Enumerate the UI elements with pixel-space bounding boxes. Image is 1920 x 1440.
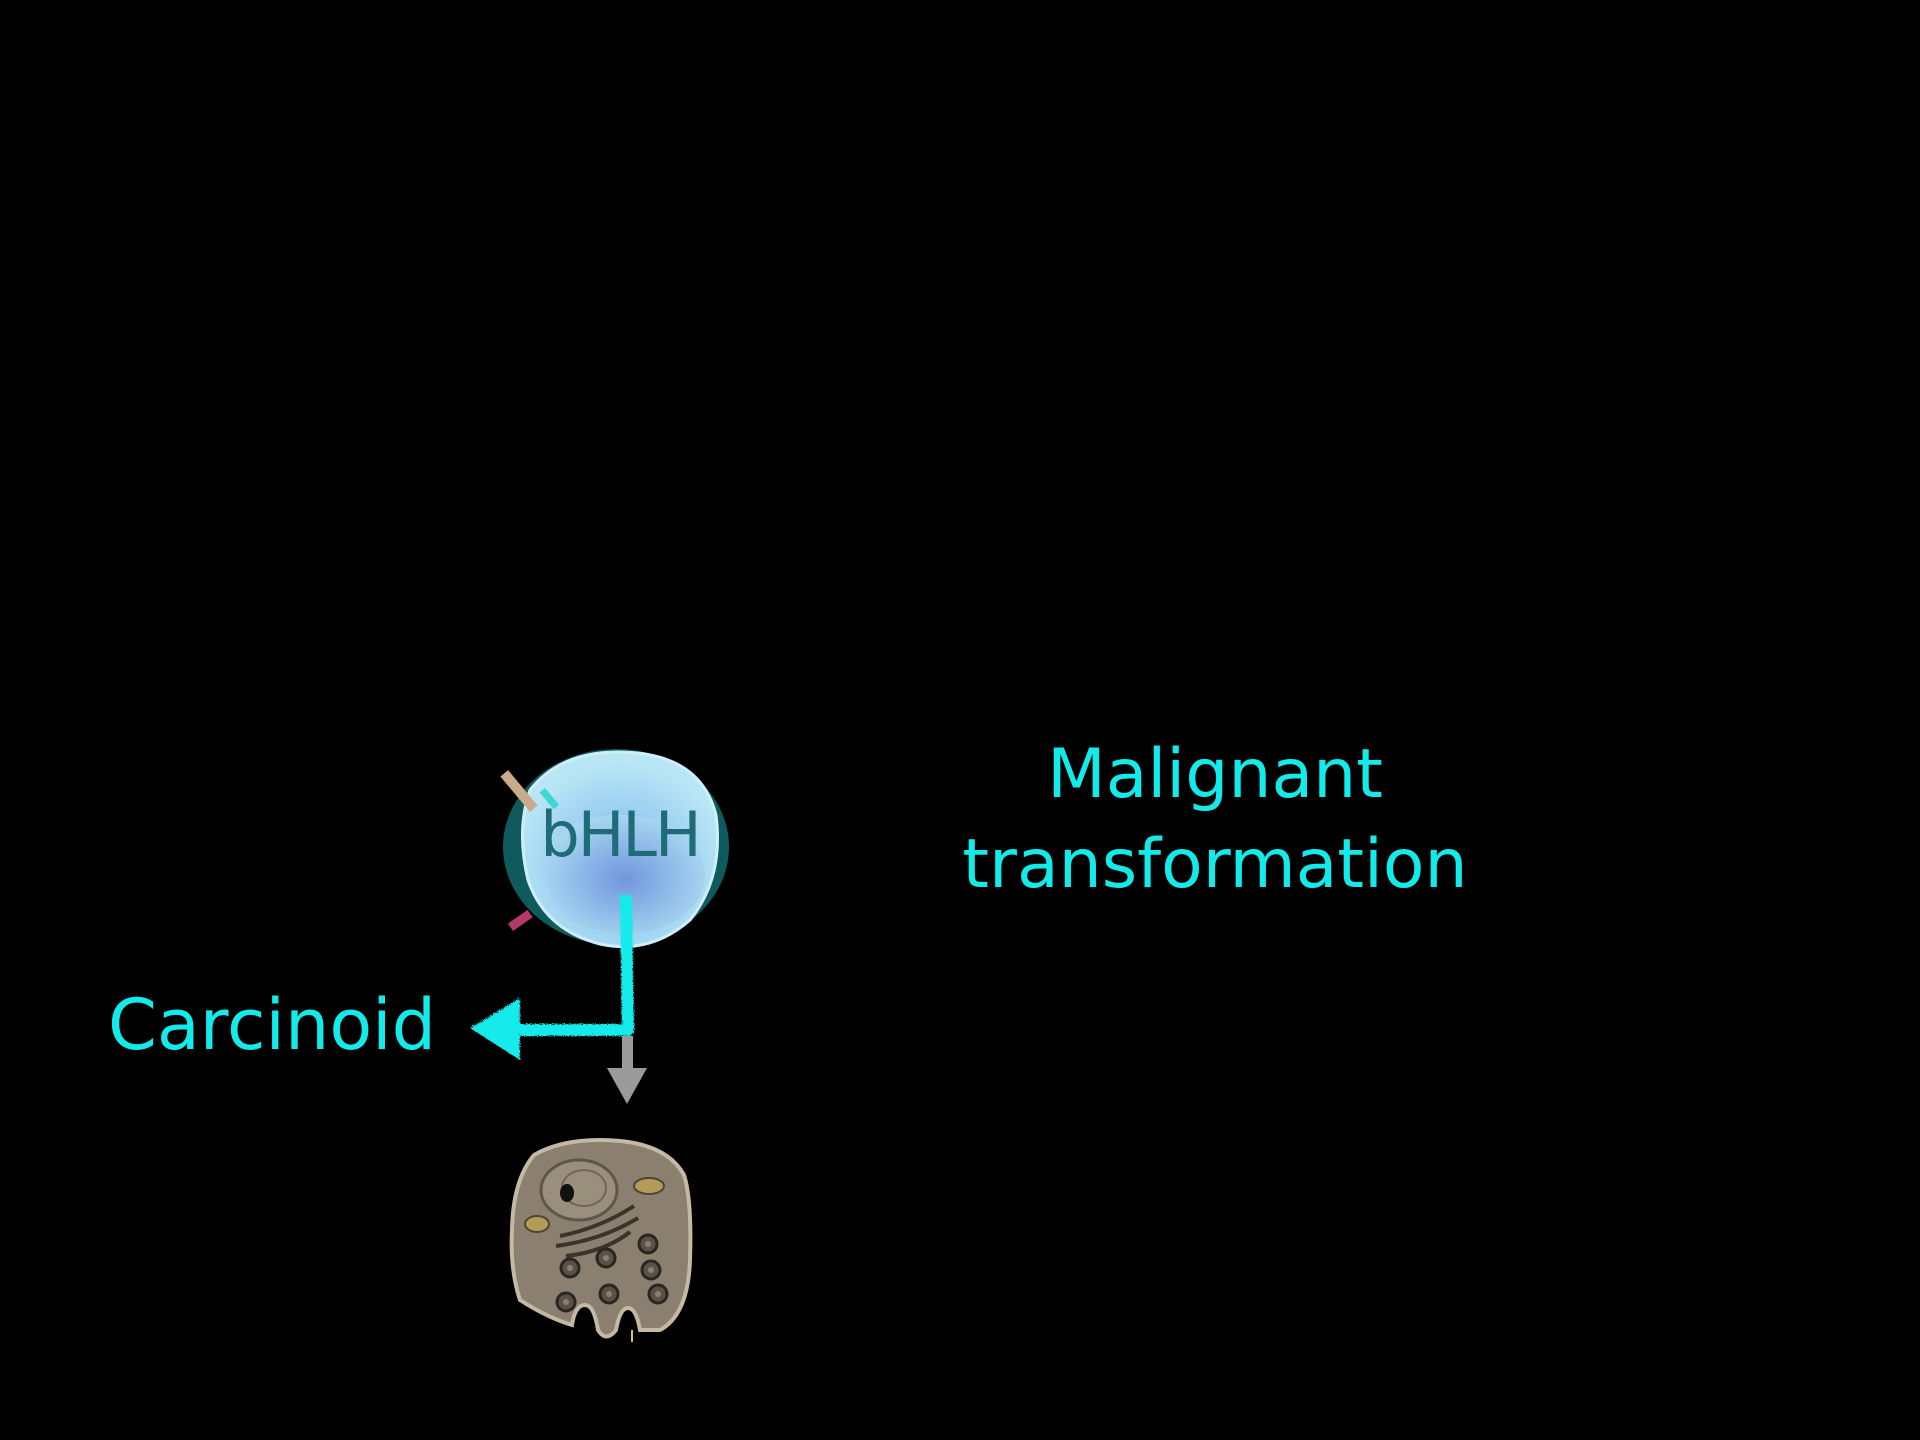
malignant-transformation-label: Malignant transformation (880, 730, 1550, 910)
carcinoid-arrow (470, 894, 634, 1060)
malignant-transformation-line-1: Malignant (1047, 735, 1383, 814)
neuroendocrine-cell-icon (509, 1137, 693, 1342)
differentiation-arrow (607, 1036, 647, 1104)
carcinoid-label: Carcinoid (108, 984, 437, 1066)
bhlh-label: bHLH (540, 798, 701, 871)
progenitor-cell-icon (500, 749, 729, 949)
malignant-transformation-line-2: transformation (962, 825, 1468, 904)
